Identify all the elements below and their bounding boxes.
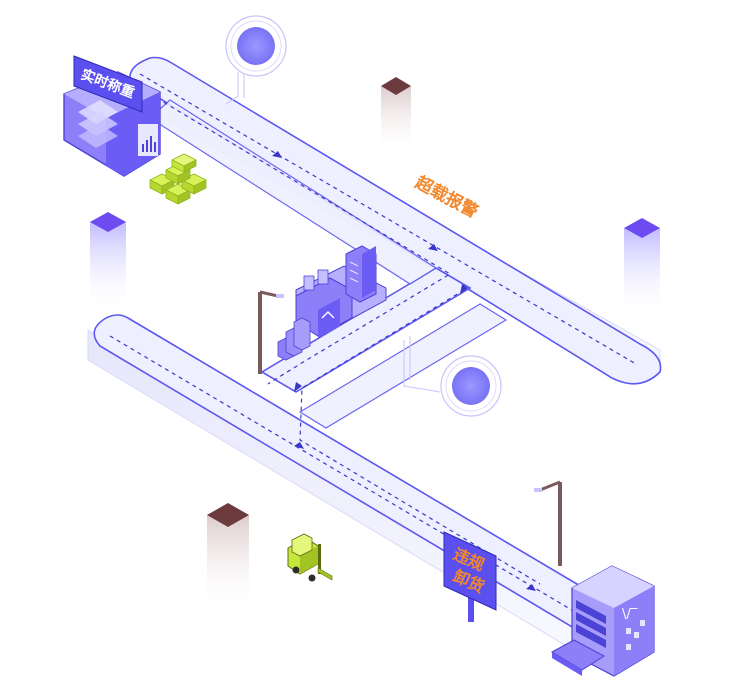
pillar-top-center xyxy=(381,77,411,156)
factory-sign-glyph: \/‾ xyxy=(622,607,638,622)
road-network xyxy=(87,56,662,649)
arrow-marker xyxy=(428,244,438,251)
road-connector-c xyxy=(298,303,508,429)
arrow-marker xyxy=(294,382,302,392)
arrow-marker xyxy=(460,284,468,294)
street-lamp-center xyxy=(258,290,284,374)
pillar-left xyxy=(90,212,126,312)
road-upper xyxy=(129,56,662,385)
orb-middle xyxy=(403,336,502,417)
road-lower xyxy=(93,314,615,635)
illegal-unloading-sign: 违规 卸货 xyxy=(443,531,497,622)
cargo-crates xyxy=(149,153,207,205)
arrow-marker xyxy=(272,151,282,158)
road-connector-a xyxy=(260,267,472,393)
processing-facility xyxy=(277,245,387,361)
street-lamp-right xyxy=(534,480,562,566)
arrow-marker xyxy=(526,584,536,591)
factory-building: \/‾ xyxy=(550,565,655,677)
orb-top xyxy=(225,15,287,105)
pillar-right xyxy=(624,218,660,318)
forklift xyxy=(287,533,333,582)
arrow-marker xyxy=(294,442,304,449)
pillar-bottom-left xyxy=(207,503,249,615)
